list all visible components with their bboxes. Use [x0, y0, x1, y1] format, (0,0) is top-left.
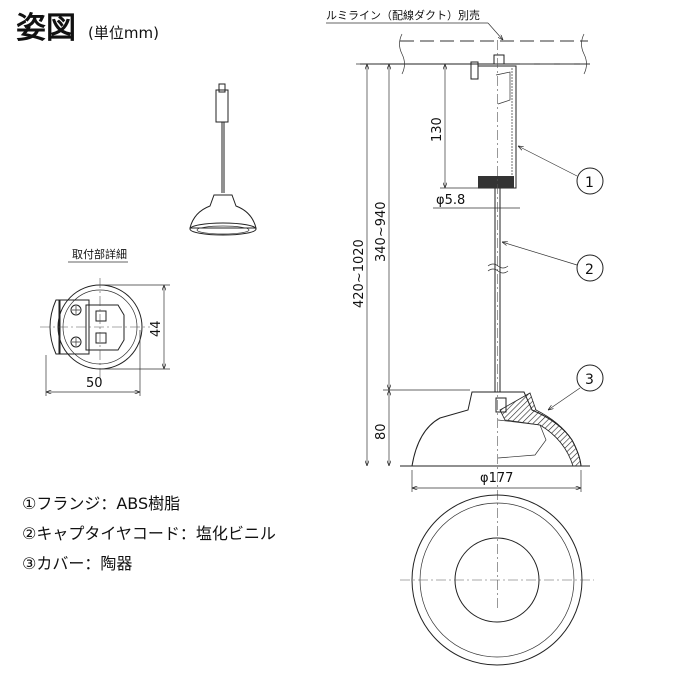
detail-label: 取付部詳細 [72, 247, 127, 261]
dim-cord-diameter: φ5.8 [436, 193, 465, 208]
callout-1: 1 [585, 175, 594, 191]
dim-total-height: 420~1020 [352, 239, 367, 308]
legend-item-flange: ①フランジ：ABS樹脂 [22, 494, 181, 513]
detail-dim-height: 44 [149, 320, 164, 337]
detail-dim-width: 50 [86, 376, 103, 391]
duct-label: ルミライン（配線ダクト）別売 [326, 8, 480, 22]
dim-flange-height: 130 [430, 117, 445, 142]
bottom-view [400, 494, 594, 666]
pendant-thumbnail [189, 83, 257, 236]
callout-3: 3 [585, 372, 594, 388]
mounting-detail: 取付部詳細 44 50 [40, 247, 170, 396]
legend-item-cover: ③カバー：陶器 [22, 554, 133, 573]
callout-2: 2 [585, 262, 594, 278]
side-view: ルミライン（配線ダクト）別売 420~1020 340~940 8 [326, 8, 604, 610]
legend-item-cord: ②キャプタイヤコード：塩化ビニル [22, 524, 276, 543]
dim-shade-diameter: φ177 [480, 471, 513, 486]
title: 姿図 [16, 11, 76, 46]
unit-label: (単位mm) [88, 24, 159, 42]
dim-cord-length: 340~940 [374, 201, 389, 262]
dim-shade-height: 80 [374, 423, 389, 440]
